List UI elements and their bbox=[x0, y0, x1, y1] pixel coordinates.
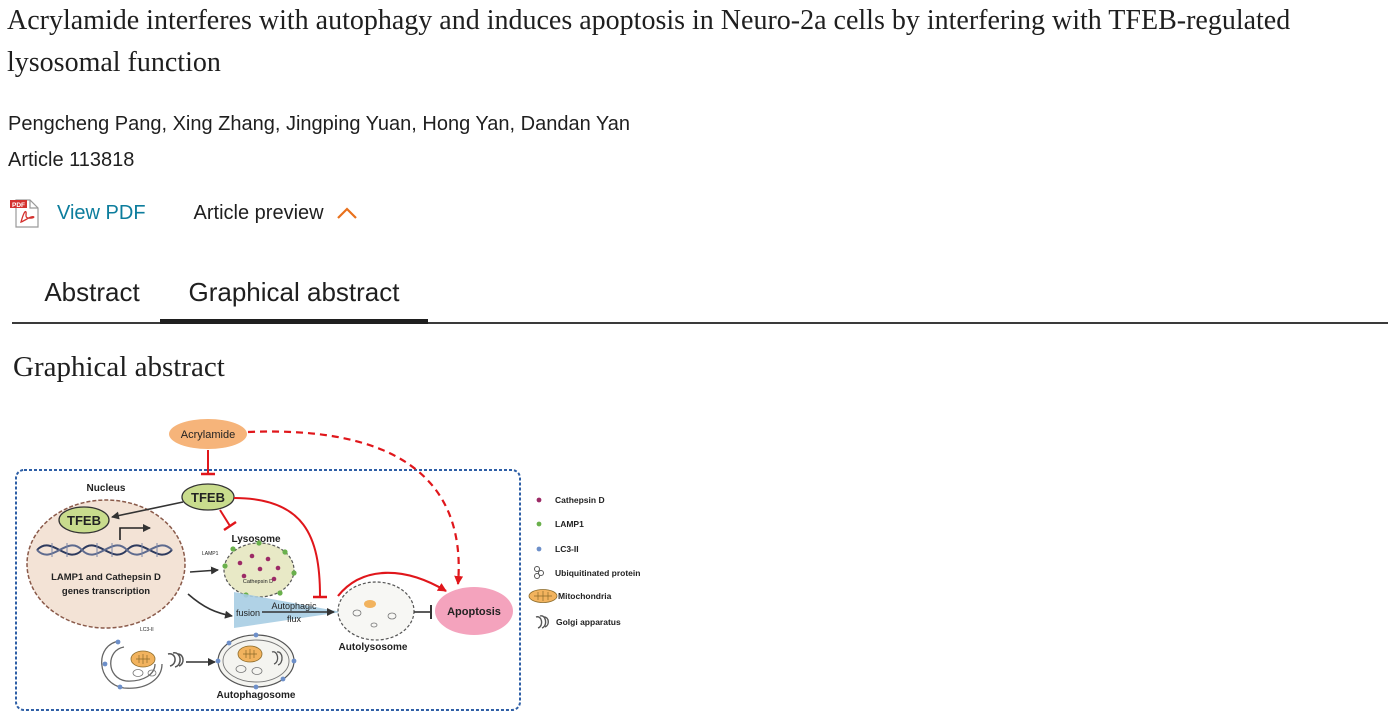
legend-label-lamp1: LAMP1 bbox=[555, 519, 584, 529]
view-pdf-link[interactable]: PDF View PDF bbox=[8, 197, 146, 229]
graphical-abstract-figure[interactable]: Acrylamide Nucleus TFEB LAMP1 and Cathep… bbox=[12, 416, 662, 722]
cathepsin-d-legend-dot bbox=[536, 497, 542, 503]
tfeb-translocation-arrow bbox=[111, 501, 184, 520]
article-preview-label: Article preview bbox=[193, 201, 324, 224]
transcription-start-arrow bbox=[119, 524, 151, 540]
pdf-badge-text: PDF bbox=[12, 202, 25, 209]
autophagosome-label: Autophagosome bbox=[217, 690, 296, 701]
article-number: Article 113818 bbox=[8, 149, 135, 171]
tfeb-lysosome-inhibition bbox=[219, 509, 231, 527]
dna-helix-icon bbox=[36, 543, 173, 557]
author-list: Pengcheng Pang, Xing Zhang, Jingping Yua… bbox=[8, 113, 630, 135]
transcription-label-line2: genes transcription bbox=[62, 586, 150, 597]
article-actions: PDF View PDF Article preview bbox=[8, 196, 358, 230]
legend-label-ubiquitinated-protein: Ubiquitinated protein bbox=[555, 568, 640, 578]
nucleus-label: Nucleus bbox=[87, 483, 126, 494]
section-heading: Graphical abstract bbox=[13, 351, 225, 383]
cell-boundary bbox=[15, 469, 521, 711]
autolysosome-apoptosis-arrow bbox=[337, 571, 447, 597]
acrylamide-label: Acrylamide bbox=[181, 429, 235, 441]
legend-label-cathepsin-d: Cathepsin D bbox=[555, 495, 605, 505]
lamp1-small-label: LAMP1 bbox=[202, 551, 219, 557]
tfeb-nucleus-node bbox=[58, 506, 110, 534]
tab-bar: Abstract Graphical abstract bbox=[12, 262, 1388, 324]
apoptosis-node bbox=[435, 587, 513, 635]
legend-label-golgi-apparatus: Golgi apparatus bbox=[556, 617, 621, 627]
acrylamide-node bbox=[169, 419, 247, 449]
mitochondria-icon bbox=[528, 589, 558, 603]
phagophore bbox=[101, 639, 163, 690]
lc3-legend-dot bbox=[536, 546, 542, 552]
flux-label: flux bbox=[287, 614, 302, 624]
fusion-label: fusion bbox=[236, 608, 260, 618]
article-preview-toggle[interactable]: Article preview bbox=[194, 202, 358, 225]
figure-legend: Cathepsin D LAMP1 LC3-II Ubiquitinated p… bbox=[528, 495, 640, 629]
tfeb-nucleus-label: TFEB bbox=[67, 513, 101, 528]
transcription-lysosome-arrow bbox=[189, 566, 219, 575]
apoptosis-label: Apoptosis bbox=[447, 606, 501, 618]
autophagic-label: Autophagic bbox=[271, 601, 317, 611]
tfeb-fusion-inhibition bbox=[233, 497, 321, 597]
tab-graphical-abstract[interactable]: Graphical abstract bbox=[188, 277, 400, 307]
view-pdf-label: View PDF bbox=[57, 201, 146, 224]
chevron-up-icon bbox=[336, 207, 357, 219]
nucleus bbox=[26, 499, 186, 629]
autolysosome bbox=[337, 581, 415, 641]
article-title[interactable]: Acrylamide interferes with autophagy and… bbox=[7, 5, 1291, 78]
tab-abstract[interactable]: Abstract bbox=[44, 277, 140, 307]
active-tab-indicator bbox=[160, 319, 428, 324]
graphical-abstract-diagram: Acrylamide Nucleus TFEB LAMP1 and Cathep… bbox=[15, 419, 640, 711]
cathepsin-small-label: Cathepsin D bbox=[243, 579, 273, 585]
pdf-icon: PDF bbox=[10, 199, 39, 228]
lysosome-label: Lysosome bbox=[231, 534, 281, 545]
legend-label-lc3-ii: LC3-II bbox=[555, 544, 579, 554]
acrylamide-apoptosis-arrow bbox=[247, 430, 464, 585]
autophagosome bbox=[215, 632, 297, 690]
autophagic-flux-wedge bbox=[234, 592, 342, 628]
nucleus-fusion-arrow bbox=[187, 593, 233, 619]
ubiquitin-icon bbox=[534, 566, 544, 579]
tfeb-label: TFEB bbox=[191, 490, 225, 505]
transcription-label-line1: LAMP1 and Cathepsin D bbox=[51, 572, 161, 583]
golgi-legend-icon bbox=[535, 615, 549, 629]
legend-label-mitochondria: Mitochondria bbox=[558, 591, 612, 601]
lamp1-legend-dot bbox=[536, 521, 542, 527]
lc3-small-label: LC3-II bbox=[140, 627, 154, 633]
golgi-icon bbox=[167, 652, 184, 668]
autolysosome-label: Autolysosome bbox=[339, 642, 408, 653]
